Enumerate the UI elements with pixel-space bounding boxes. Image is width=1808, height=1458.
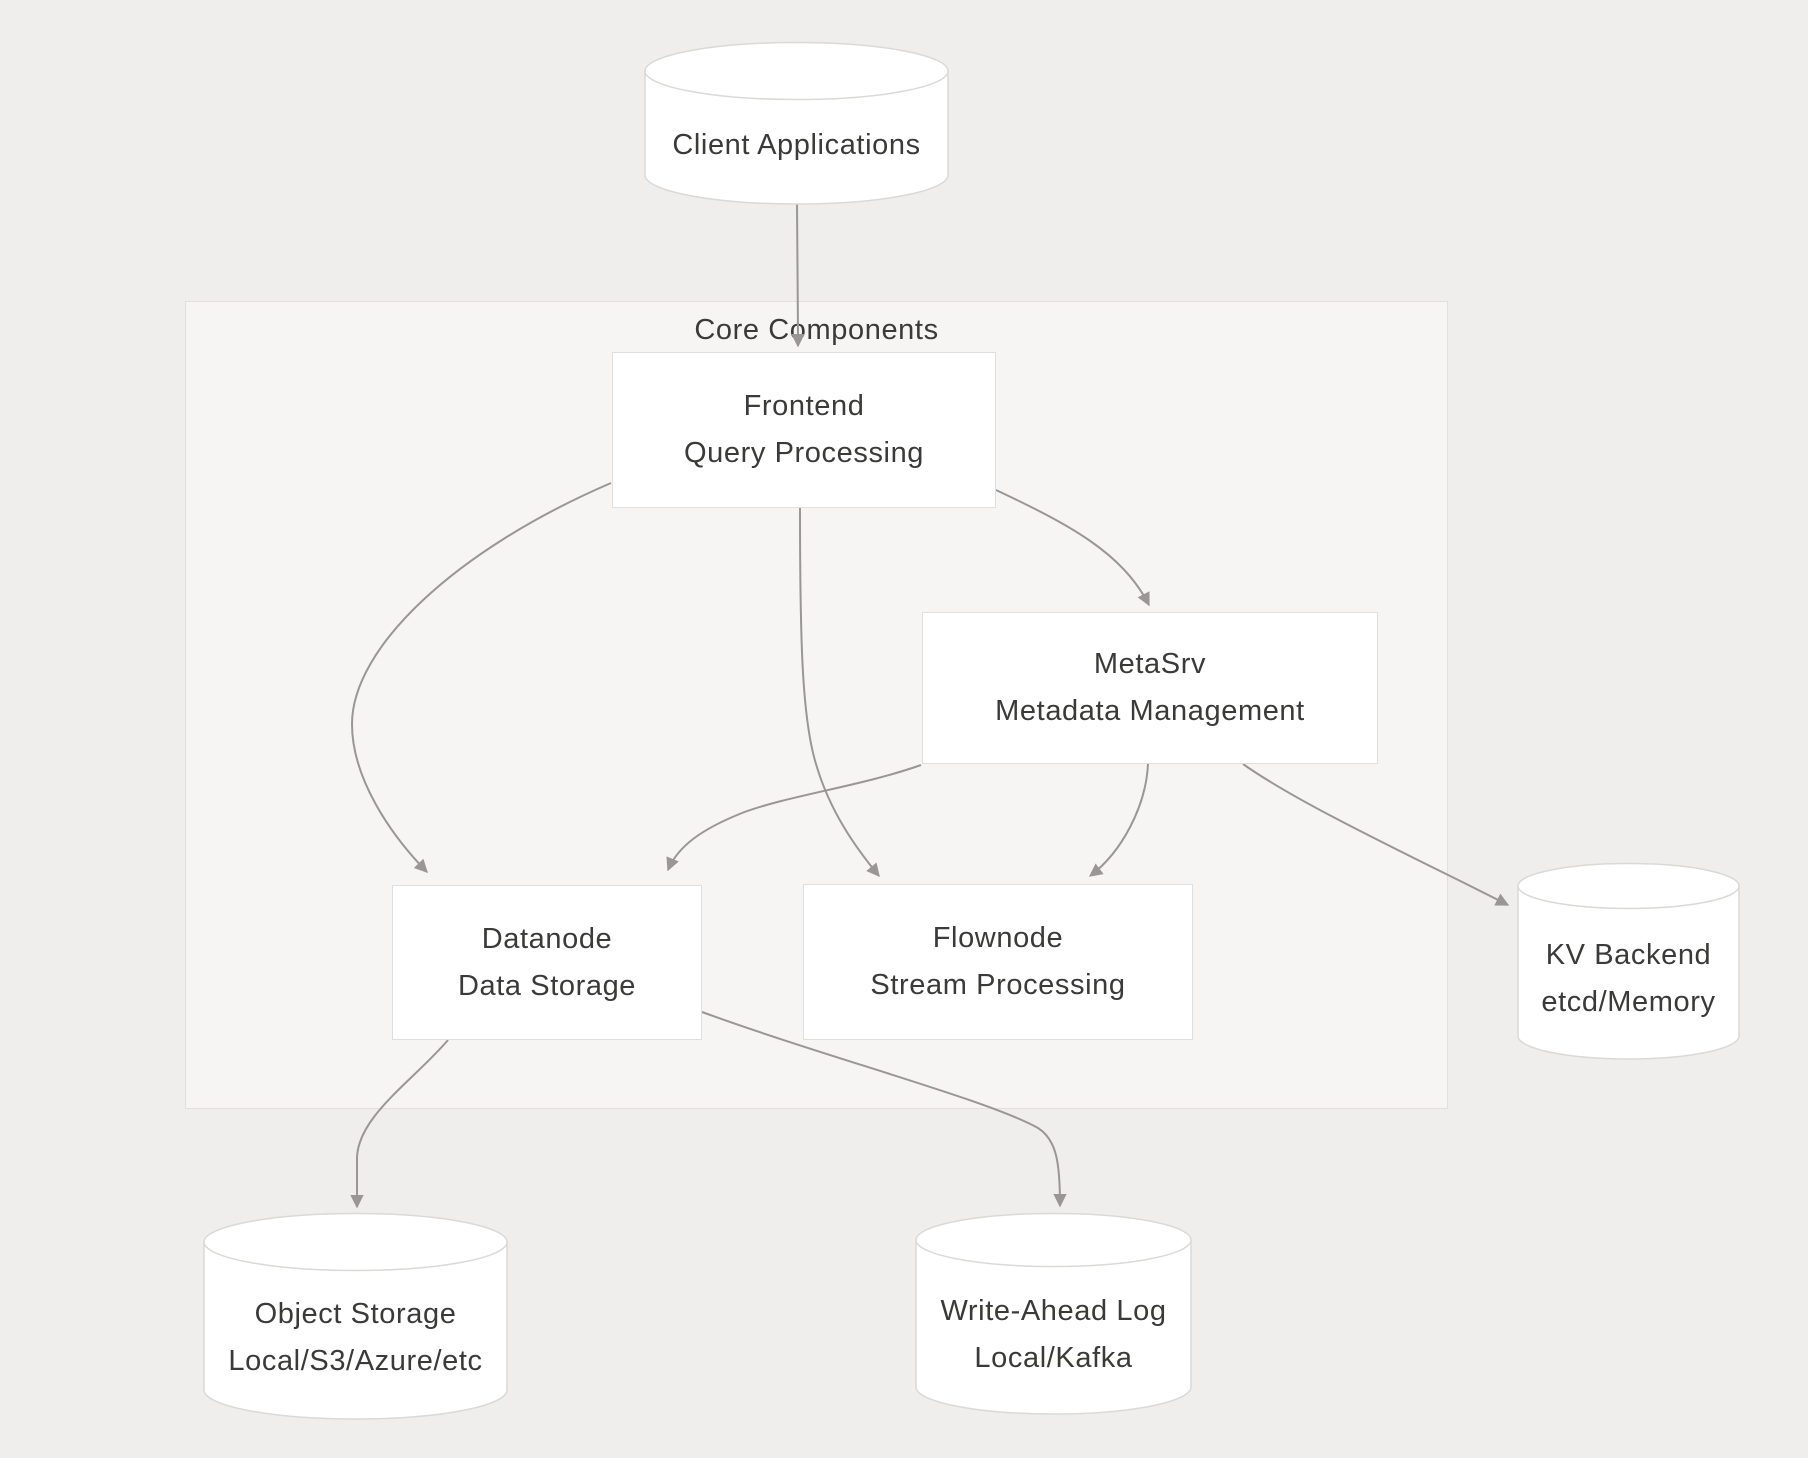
node-flownode: Flownode Stream Processing: [803, 884, 1193, 1040]
cylinder-shape: [1517, 862, 1740, 1060]
node-kv-backend: KV Backend etcd/Memory: [1517, 862, 1740, 1060]
node-object-storage: Object Storage Local/S3/Azure/etc: [203, 1212, 508, 1420]
node-subtitle: etcd/Memory: [1541, 986, 1716, 1018]
node-subtitle: Query Processing: [683, 437, 925, 469]
core-components-label: Core Components: [694, 314, 939, 346]
node-write-ahead-log: Write-Ahead Log Local/Kafka: [915, 1212, 1192, 1415]
node-title: Write-Ahead Log: [940, 1294, 1167, 1327]
node-title: KV Backend: [1545, 939, 1712, 971]
node-datanode: Datanode Data Storage: [392, 885, 702, 1040]
node-subtitle: Local/S3/Azure/etc: [228, 1345, 483, 1377]
node-metasrv: MetaSrv Metadata Management: [922, 612, 1378, 764]
node-title: Frontend: [743, 390, 865, 422]
node-title: Flownode: [932, 922, 1064, 954]
cylinder-shape: [644, 41, 949, 205]
node-subtitle: Local/Kafka: [974, 1341, 1133, 1374]
cylinder-shape: [203, 1212, 508, 1420]
node-title: Datanode: [481, 922, 613, 955]
node-subtitle: Data Storage: [457, 969, 637, 1002]
node-client-applications: Client Applications: [644, 41, 949, 205]
node-frontend: Frontend Query Processing: [612, 352, 996, 508]
node-title: Client Applications: [672, 128, 921, 161]
node-subtitle: Stream Processing: [870, 969, 1126, 1001]
node-title: Object Storage: [254, 1298, 457, 1330]
node-subtitle: Metadata Management: [995, 695, 1305, 727]
node-title: MetaSrv: [1093, 648, 1207, 680]
cylinder-shape: [915, 1212, 1192, 1415]
